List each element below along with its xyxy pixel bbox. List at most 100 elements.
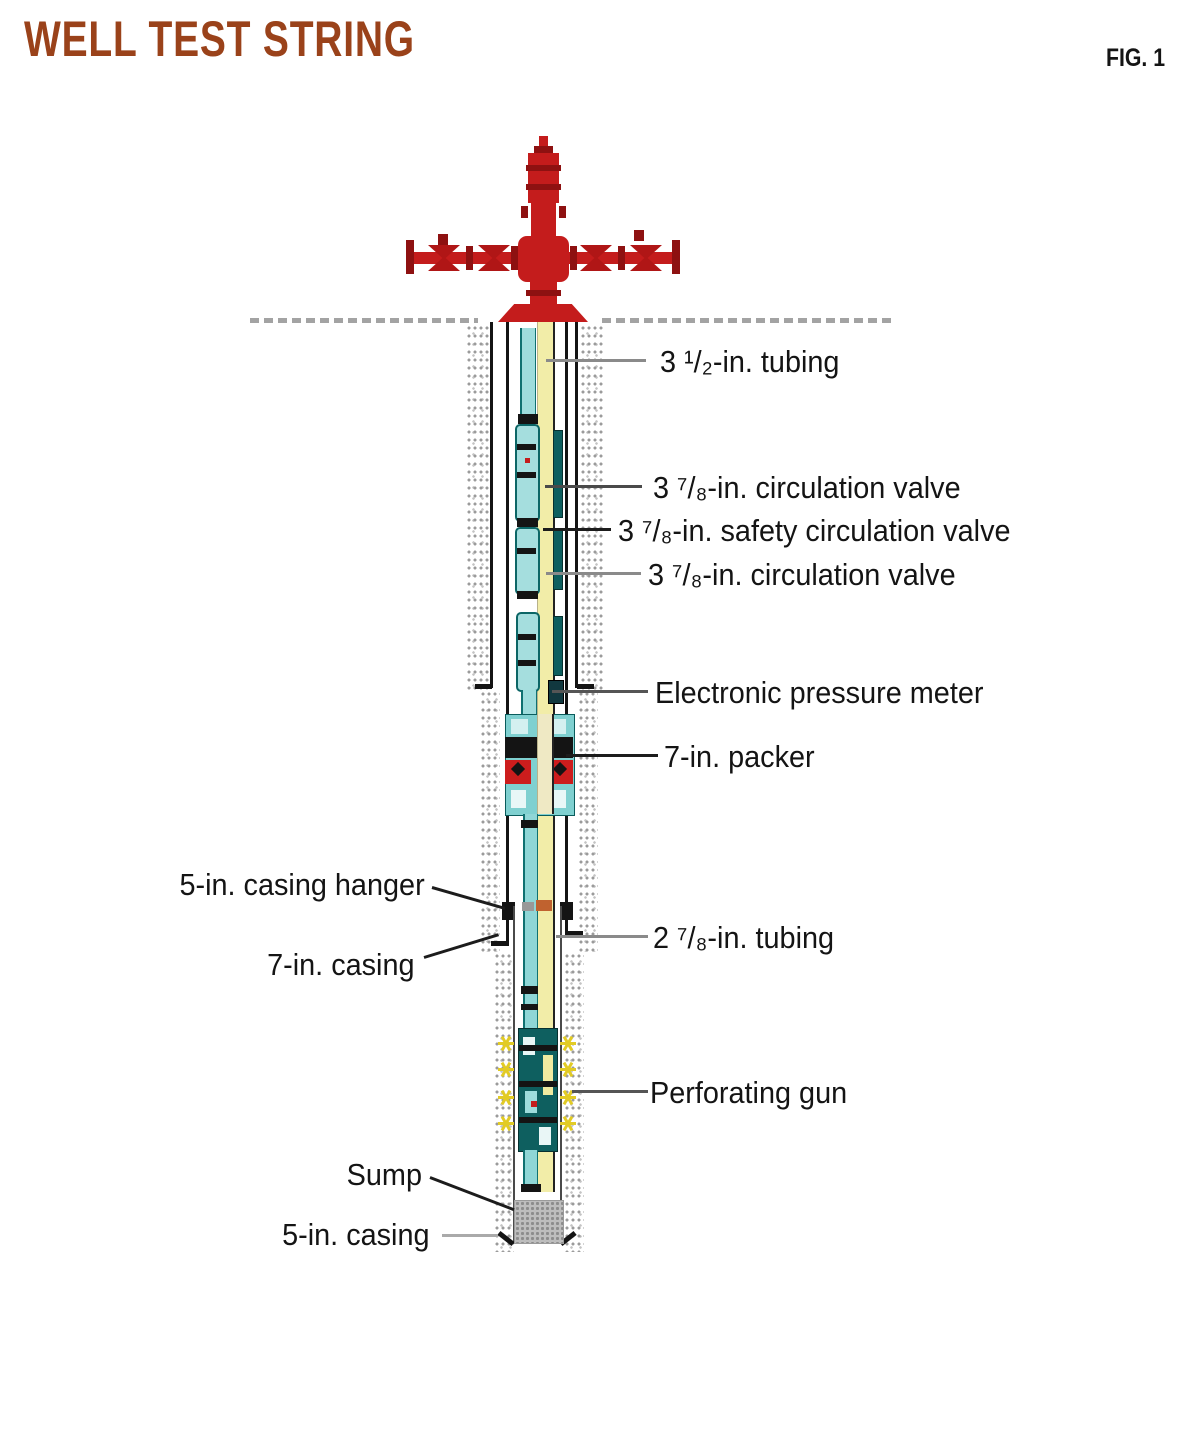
gun-band xyxy=(519,1081,557,1087)
borehole-wall-upper-right xyxy=(580,324,604,690)
gun-red-dot xyxy=(531,1101,537,1107)
crossover-band xyxy=(536,900,552,911)
tool-joint-band xyxy=(521,986,538,994)
valve-detail-band xyxy=(517,444,536,450)
page-title: WELL TEST STRING xyxy=(24,11,415,67)
borehole-wall-mid-right xyxy=(578,690,598,952)
surface-casing-left xyxy=(490,322,493,688)
seven-in-casing-shoe-right xyxy=(567,931,583,936)
leader-perforating-gun xyxy=(572,1090,648,1093)
label-casing-5in: 5-in. casing xyxy=(282,1217,430,1252)
figure-number: FIG. 1 xyxy=(1106,44,1166,72)
tool-joint-band xyxy=(517,591,538,599)
tool-housing-strip xyxy=(553,616,563,676)
label-casing-7in: 7-in. casing xyxy=(267,947,415,982)
wellhead-flange-band xyxy=(526,290,561,296)
valve-red-dot xyxy=(525,458,530,463)
tool-joint-band xyxy=(521,1004,538,1010)
valve-detail-band xyxy=(517,548,536,554)
five-in-casing-right xyxy=(560,906,562,1244)
leader-safety-valve xyxy=(543,528,611,531)
borehole-wall-mid-left xyxy=(480,690,500,952)
string-tail xyxy=(523,1150,538,1186)
tool-joint-band xyxy=(518,414,538,424)
seven-in-casing-shoe-left xyxy=(491,941,507,946)
arm-flange-tick xyxy=(466,246,473,270)
label-tubing-3-1-2: 3 ¹/₂-in. tubing xyxy=(660,344,840,379)
label-casing-hanger-5in: 5-in. casing hanger xyxy=(179,867,425,902)
arm-flange-tick xyxy=(511,246,518,270)
sump-graphic xyxy=(514,1200,564,1244)
valve-handle-nub xyxy=(438,234,448,245)
wellhead-swab-valve xyxy=(528,153,559,203)
gun-band xyxy=(519,1045,557,1051)
label-sump: Sump xyxy=(346,1157,422,1192)
leader-tubing-3-1-2 xyxy=(546,359,646,362)
label-pressure-meter: Electronic pressure meter xyxy=(655,675,984,710)
arm-flange-tick xyxy=(570,246,577,270)
tool-joint-band xyxy=(521,820,538,828)
wellhead-top-stub xyxy=(539,136,548,154)
surface-casing-shoe-right xyxy=(577,684,594,689)
label-packer-7in: 7-in. packer xyxy=(664,739,815,774)
leader-casing-5in xyxy=(442,1234,498,1237)
five-in-casing-hanger-right xyxy=(560,902,573,920)
valve-detail-band xyxy=(517,472,536,478)
valve-handle-nub xyxy=(634,230,644,241)
perforation-spark xyxy=(498,1122,514,1125)
surface-casing-right xyxy=(575,322,578,688)
wellhead-arm-end-flange-right xyxy=(672,240,680,274)
tool-joint-band xyxy=(517,518,538,527)
tool-housing-strip xyxy=(553,430,563,518)
valve-detail-band xyxy=(518,634,536,640)
string-end-cap xyxy=(521,1184,541,1192)
label-tubing-2-7-8: 2 ⁷/₈-in. tubing xyxy=(653,920,835,955)
wellhead-spool xyxy=(531,201,556,239)
leader-packer xyxy=(566,754,658,757)
perforation-spark xyxy=(560,1122,576,1125)
wellhead-arm-bar xyxy=(410,252,676,264)
borehole-wall-lower-right xyxy=(564,952,584,1252)
seven-in-casing-left xyxy=(506,322,509,946)
wellhead-flange-band xyxy=(526,184,561,190)
valve-detail-band xyxy=(518,660,536,666)
borehole-wall-upper-left xyxy=(466,324,490,690)
label-perforating-gun: Perforating gun xyxy=(650,1075,848,1110)
wellhead-side-tick xyxy=(559,206,566,218)
gun-segment xyxy=(539,1127,551,1145)
perforation-spark xyxy=(560,1096,576,1099)
circulation-valve-2-graphic xyxy=(516,612,540,692)
tubing-3-1-2-graphic xyxy=(520,328,536,416)
ground-line-right xyxy=(602,318,894,323)
perforation-spark xyxy=(498,1042,514,1045)
tubing-neck xyxy=(521,690,537,714)
perforation-spark xyxy=(560,1042,576,1045)
perforation-spark xyxy=(560,1068,576,1071)
wellhead-base-flange xyxy=(498,304,588,322)
wellhead-arm-end-flange-left xyxy=(406,240,414,274)
leader-tubing-2-7-8 xyxy=(556,935,648,938)
crossover-band xyxy=(522,902,534,911)
safety-circulation-valve-graphic xyxy=(515,527,540,595)
tool-housing-strip xyxy=(553,528,563,590)
arm-flange-tick xyxy=(618,246,625,270)
wellhead-flange-band xyxy=(526,165,561,171)
gun-band xyxy=(519,1117,557,1123)
perforating-gun-graphic xyxy=(518,1028,558,1152)
packer-mandrel xyxy=(537,714,554,814)
surface-casing-shoe-left xyxy=(475,684,492,689)
packer-lower-inset xyxy=(551,790,566,808)
gun-segment xyxy=(543,1055,553,1095)
packer-lower-inset xyxy=(511,790,526,808)
ground-line-left xyxy=(250,318,478,323)
seven-in-casing-right xyxy=(565,322,568,936)
label-circulation-valve-1: 3 ⁷/₈-in. circulation valve xyxy=(653,470,961,505)
leader-circ-valve-2 xyxy=(546,572,641,575)
leader-pressure-meter xyxy=(552,690,648,693)
perforation-spark xyxy=(498,1096,514,1099)
five-in-casing-left xyxy=(513,906,515,1244)
packer-cap xyxy=(511,719,528,734)
perforation-spark xyxy=(498,1068,514,1071)
wellhead-side-tick xyxy=(521,206,528,218)
